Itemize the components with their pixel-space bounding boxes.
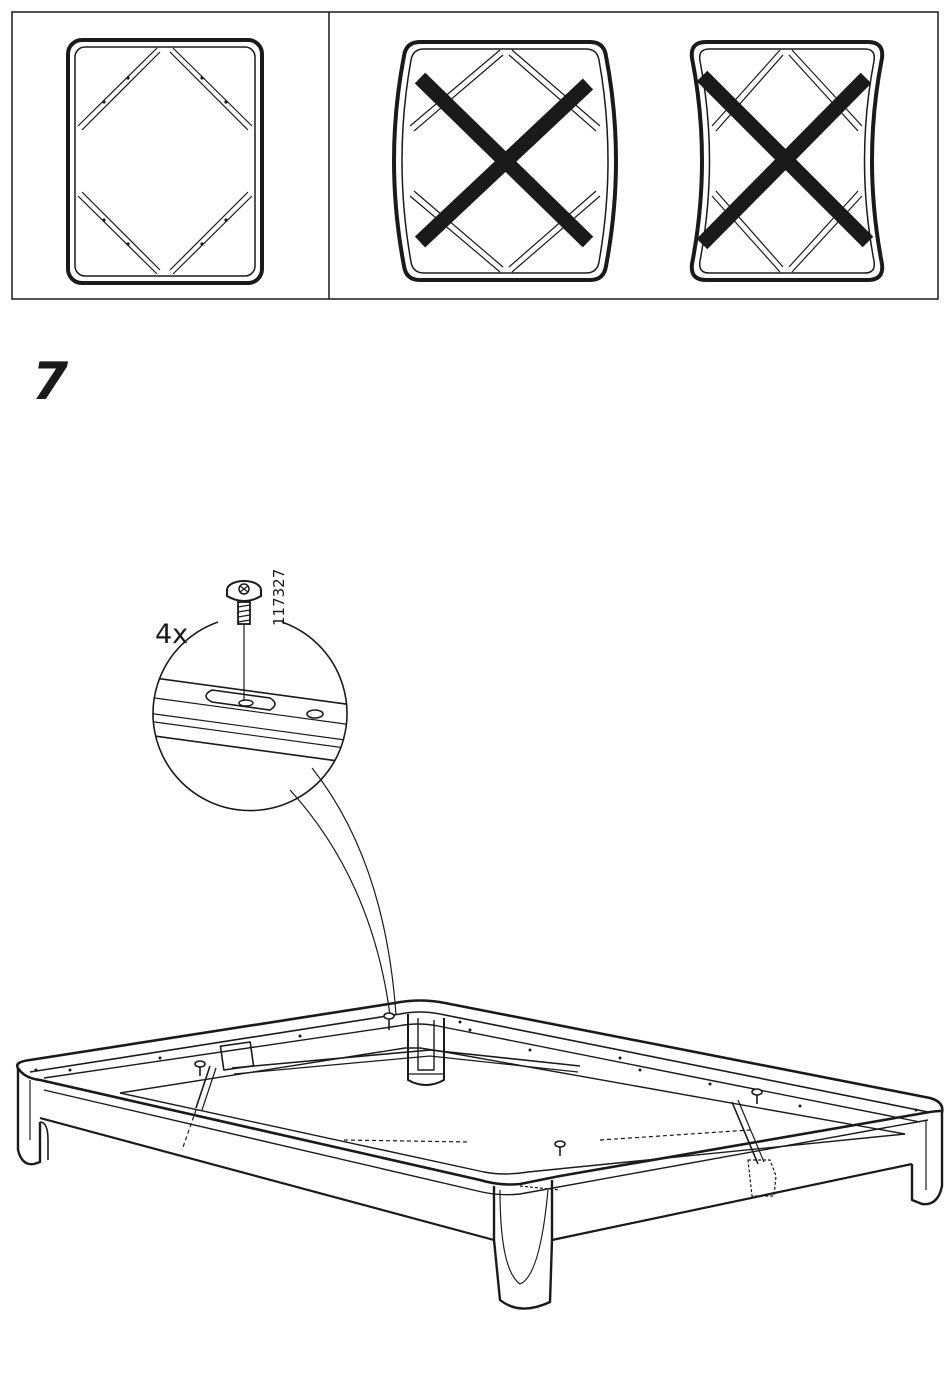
correct-frame-icon — [68, 40, 262, 283]
step-number: 7 — [32, 352, 68, 412]
screw-icon — [227, 581, 261, 624]
screw-icon — [195, 1061, 205, 1076]
bed-frame — [17, 1001, 942, 1309]
quantity-label: 4x — [155, 619, 188, 650]
frame-alignment-comparison-panel — [0, 0, 950, 310]
detail-magnifier — [140, 622, 360, 811]
screw-icon — [555, 1141, 565, 1156]
wrong-frame-hourglass-icon — [692, 42, 882, 280]
bed-frame-assembly-illustration: 117327 4x — [0, 560, 950, 1387]
detail-leader-lines — [290, 768, 396, 1015]
cross-mark-icon — [702, 76, 868, 244]
cross-mark-icon — [420, 78, 588, 242]
screw-icon — [752, 1089, 762, 1104]
wrong-frame-barrel-icon — [394, 42, 616, 280]
part-number-label: 117327 — [270, 569, 288, 626]
